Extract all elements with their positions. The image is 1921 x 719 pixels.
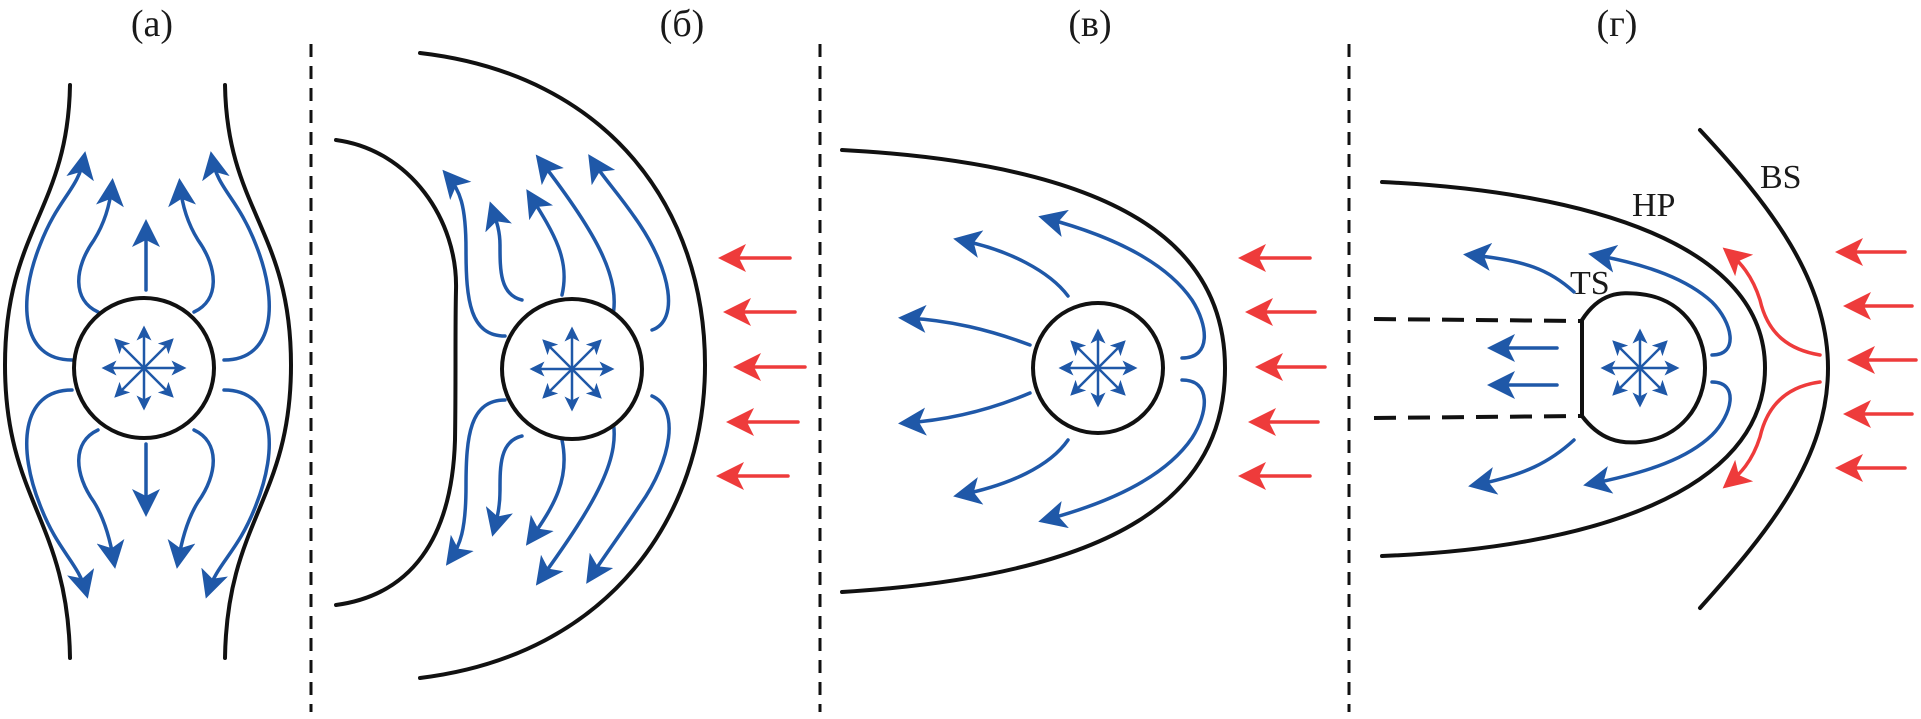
wind-flow-line [442, 169, 507, 338]
wind-flow-line [445, 398, 507, 566]
wind-flow-line [586, 394, 671, 584]
boundary-outer [418, 51, 708, 680]
panel-v [840, 148, 1327, 594]
boundary-inner [334, 138, 459, 607]
wind-flow-line [201, 388, 271, 599]
wind-flow-line [202, 151, 271, 362]
interstellar-deflected-flow [1722, 247, 1822, 357]
star-rays [101, 325, 187, 411]
star-rays [1058, 328, 1138, 408]
wind-flow-line [588, 154, 671, 332]
wind-flow-line [25, 151, 94, 362]
label-bs: BS [1760, 159, 1802, 196]
label-hp: HP [1632, 187, 1675, 224]
heliopause-boundary [1380, 180, 1768, 558]
wind-flow-line [1468, 438, 1576, 495]
wind-flow-line [485, 434, 524, 537]
wind-flow-line [25, 388, 95, 599]
wind-flow-line [953, 230, 1070, 298]
wake-boundary-top [1373, 317, 1583, 323]
boundary-left [2, 83, 72, 660]
wind-flow-line [525, 438, 566, 546]
wind-flow-line [1038, 378, 1206, 529]
star-rays [529, 326, 615, 412]
wind-flow-line [1038, 209, 1206, 360]
panel-label-b: (б) [660, 3, 705, 45]
star [1600, 328, 1680, 408]
wind-flow-line [77, 428, 125, 569]
bow-shock-boundary [1698, 128, 1831, 610]
wind-flow-line [485, 201, 524, 302]
star-rays [1600, 328, 1680, 408]
interstellar-deflected-flow [1722, 380, 1822, 489]
wake-boundary-bottom [1373, 414, 1583, 420]
wind-flow-line [526, 189, 566, 297]
boundary-right [223, 83, 294, 660]
wind-flow-line [535, 414, 616, 586]
panel-b [334, 51, 807, 680]
termination-shock-boundary [1579, 291, 1708, 445]
label-ts: TS [1570, 265, 1610, 302]
star [500, 297, 644, 441]
star [1031, 301, 1165, 435]
wind-flow-line [167, 428, 215, 569]
panel-label-a: (а) [131, 3, 173, 45]
panel-g: BS HP TS [1373, 128, 1918, 610]
wind-flow-line [953, 438, 1070, 505]
wind-flow-line [898, 304, 1032, 347]
wind-flow-line [1588, 244, 1732, 357]
wind-flow-line [898, 391, 1032, 436]
star [72, 296, 216, 440]
wind-flow-line [1463, 242, 1576, 294]
wind-flow-line [168, 178, 215, 314]
wind-flow-line [535, 154, 616, 322]
panel-label-v: (в) [1068, 3, 1111, 45]
wind-flow-line [1583, 380, 1732, 494]
wind-flow-line [77, 178, 124, 314]
panel-a [2, 83, 294, 660]
heliopause-boundary [840, 148, 1228, 594]
panel-label-g: (г) [1597, 3, 1638, 45]
